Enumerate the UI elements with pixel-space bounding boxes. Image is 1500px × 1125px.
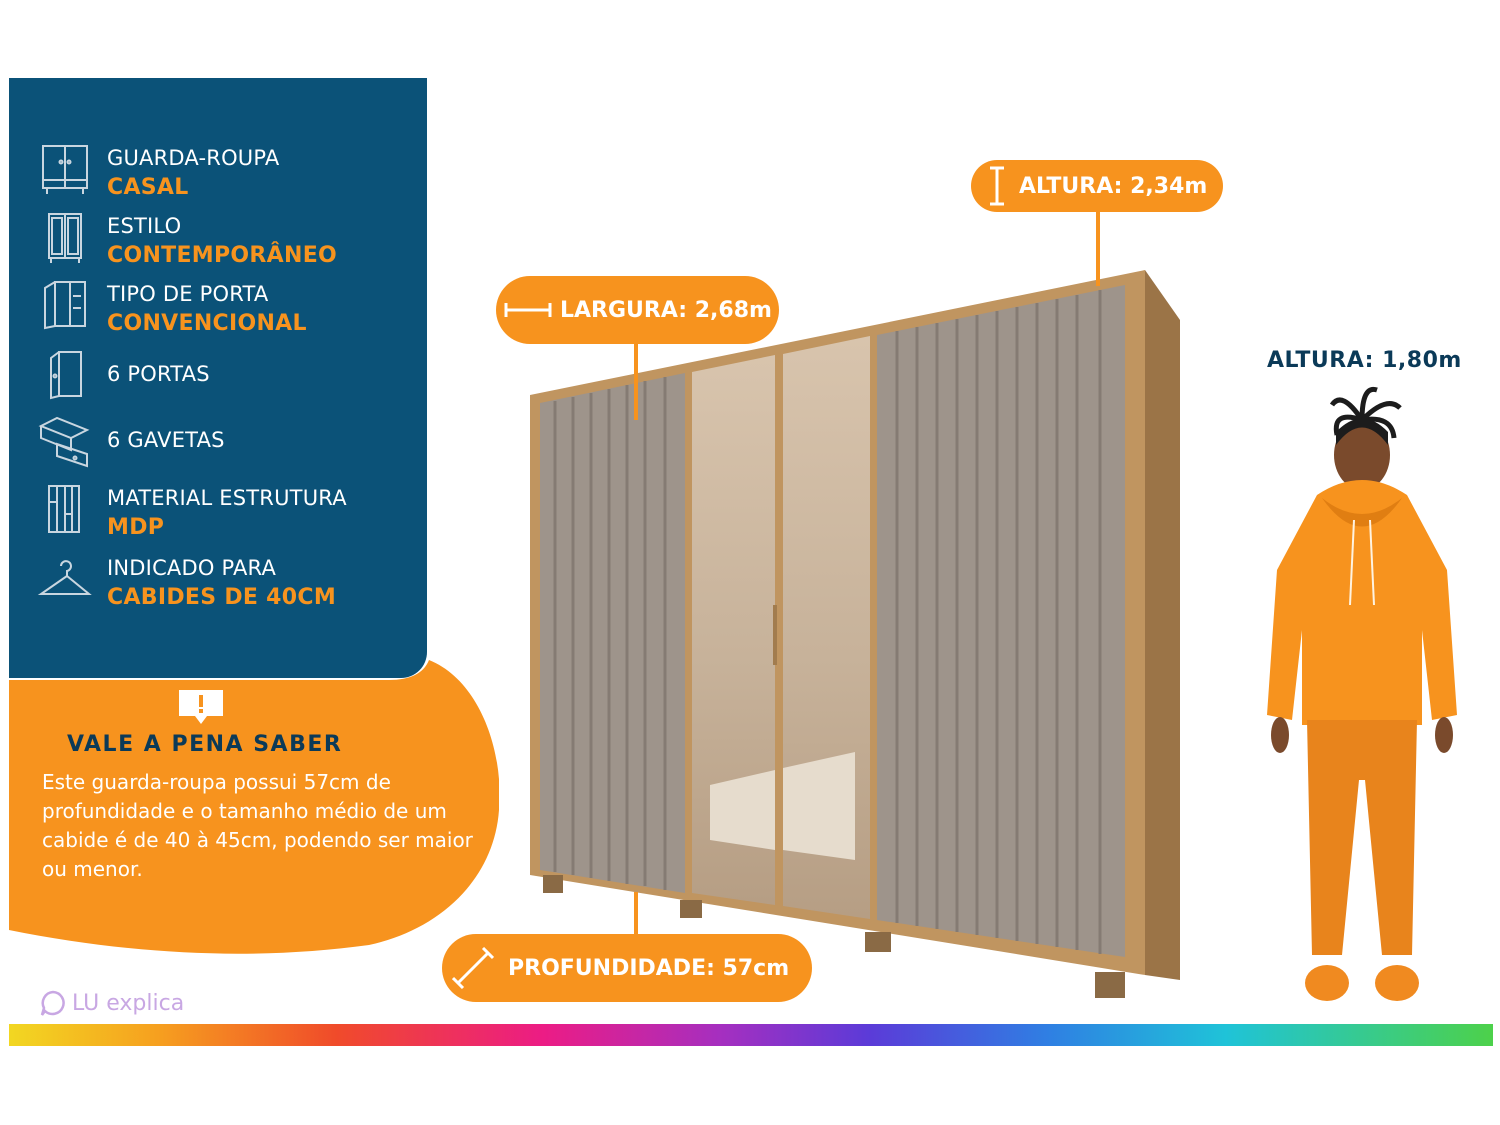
spec-label: 6 PORTAS: [107, 362, 210, 386]
person-height-label: ALTURA: 1,80m: [1267, 348, 1462, 373]
largura-pill: LARGURA: 2,68m: [496, 276, 779, 344]
spec-label: INDICADO PARA: [107, 556, 277, 580]
spec-row-hanger: INDICADO PARA CABIDES DE 40CM: [37, 552, 417, 612]
spec-row-type: GUARDA-ROUPA CASAL: [37, 142, 417, 202]
spec-label: GUARDA-ROUPA: [107, 146, 280, 170]
wardrobe-door: [540, 373, 685, 893]
wardrobe-icon: [42, 145, 88, 194]
spec-value: MDP: [107, 515, 165, 540]
door-type-icon: [44, 281, 86, 330]
spec-row-drawers: 6 GAVETAS: [37, 412, 417, 472]
spec-value: CONTEMPORÂNEO: [107, 243, 338, 268]
mirror-door: [692, 355, 775, 905]
wardrobe-illustration: [530, 270, 1180, 998]
person-illustration: [1267, 386, 1457, 1001]
info-title: VALE A PENA SABER: [67, 732, 343, 757]
width-arrow-icon: [504, 303, 552, 317]
spec-row-doors: 6 PORTAS: [37, 346, 417, 406]
spec-row-material: MATERIAL ESTRUTURA MDP: [37, 482, 417, 542]
depth-arrow-icon: [452, 947, 494, 989]
largura-label: LARGURA: 2,68m: [560, 297, 772, 323]
spec-label: MATERIAL ESTRUTURA: [107, 486, 347, 510]
altura-connector: [1096, 210, 1100, 286]
altura-label: ALTURA: 2,34m: [1019, 173, 1208, 199]
wardrobe-door: [877, 285, 1125, 957]
speech-bubble-icon: [40, 990, 65, 1016]
spec-label: ESTILO: [107, 214, 182, 238]
rainbow-bar: [9, 1024, 1493, 1046]
profundidade-pill: PROFUNDIDADE: 57cm: [442, 934, 812, 1002]
spec-panel: GUARDA-ROUPA CASAL ESTILO CONTEMPORÂNEO …: [9, 78, 427, 678]
spec-row-door-type: TIPO DE PORTA CONVENCIONAL: [37, 278, 417, 338]
wardrobe-style-icon: [48, 213, 82, 263]
height-arrow-icon: [990, 166, 1004, 206]
info-text: Este guarda-roupa possui 57cm de profund…: [42, 770, 473, 881]
brand-name: LU explica: [72, 990, 185, 1016]
spec-value: CASAL: [107, 175, 189, 200]
spec-value: CONVENCIONAL: [107, 311, 307, 336]
profundidade-label: PROFUNDIDADE: 57cm: [508, 955, 790, 981]
spec-label: 6 GAVETAS: [107, 428, 225, 452]
info-blob: [9, 660, 499, 954]
alert-icon: [179, 690, 223, 724]
profundidade-connector: [634, 892, 638, 936]
largura-connector: [634, 342, 638, 420]
material-icon: [48, 485, 80, 533]
drawers-icon: [38, 416, 90, 468]
altura-pill: ALTURA: 2,34m: [971, 160, 1223, 212]
spec-value: CABIDES DE 40CM: [107, 585, 337, 610]
spec-label: TIPO DE PORTA: [107, 282, 269, 306]
spec-row-style: ESTILO CONTEMPORÂNEO: [37, 210, 417, 270]
brand-logo: LU explica: [40, 988, 184, 1018]
door-icon: [50, 351, 82, 400]
hanger-icon: [37, 560, 92, 595]
